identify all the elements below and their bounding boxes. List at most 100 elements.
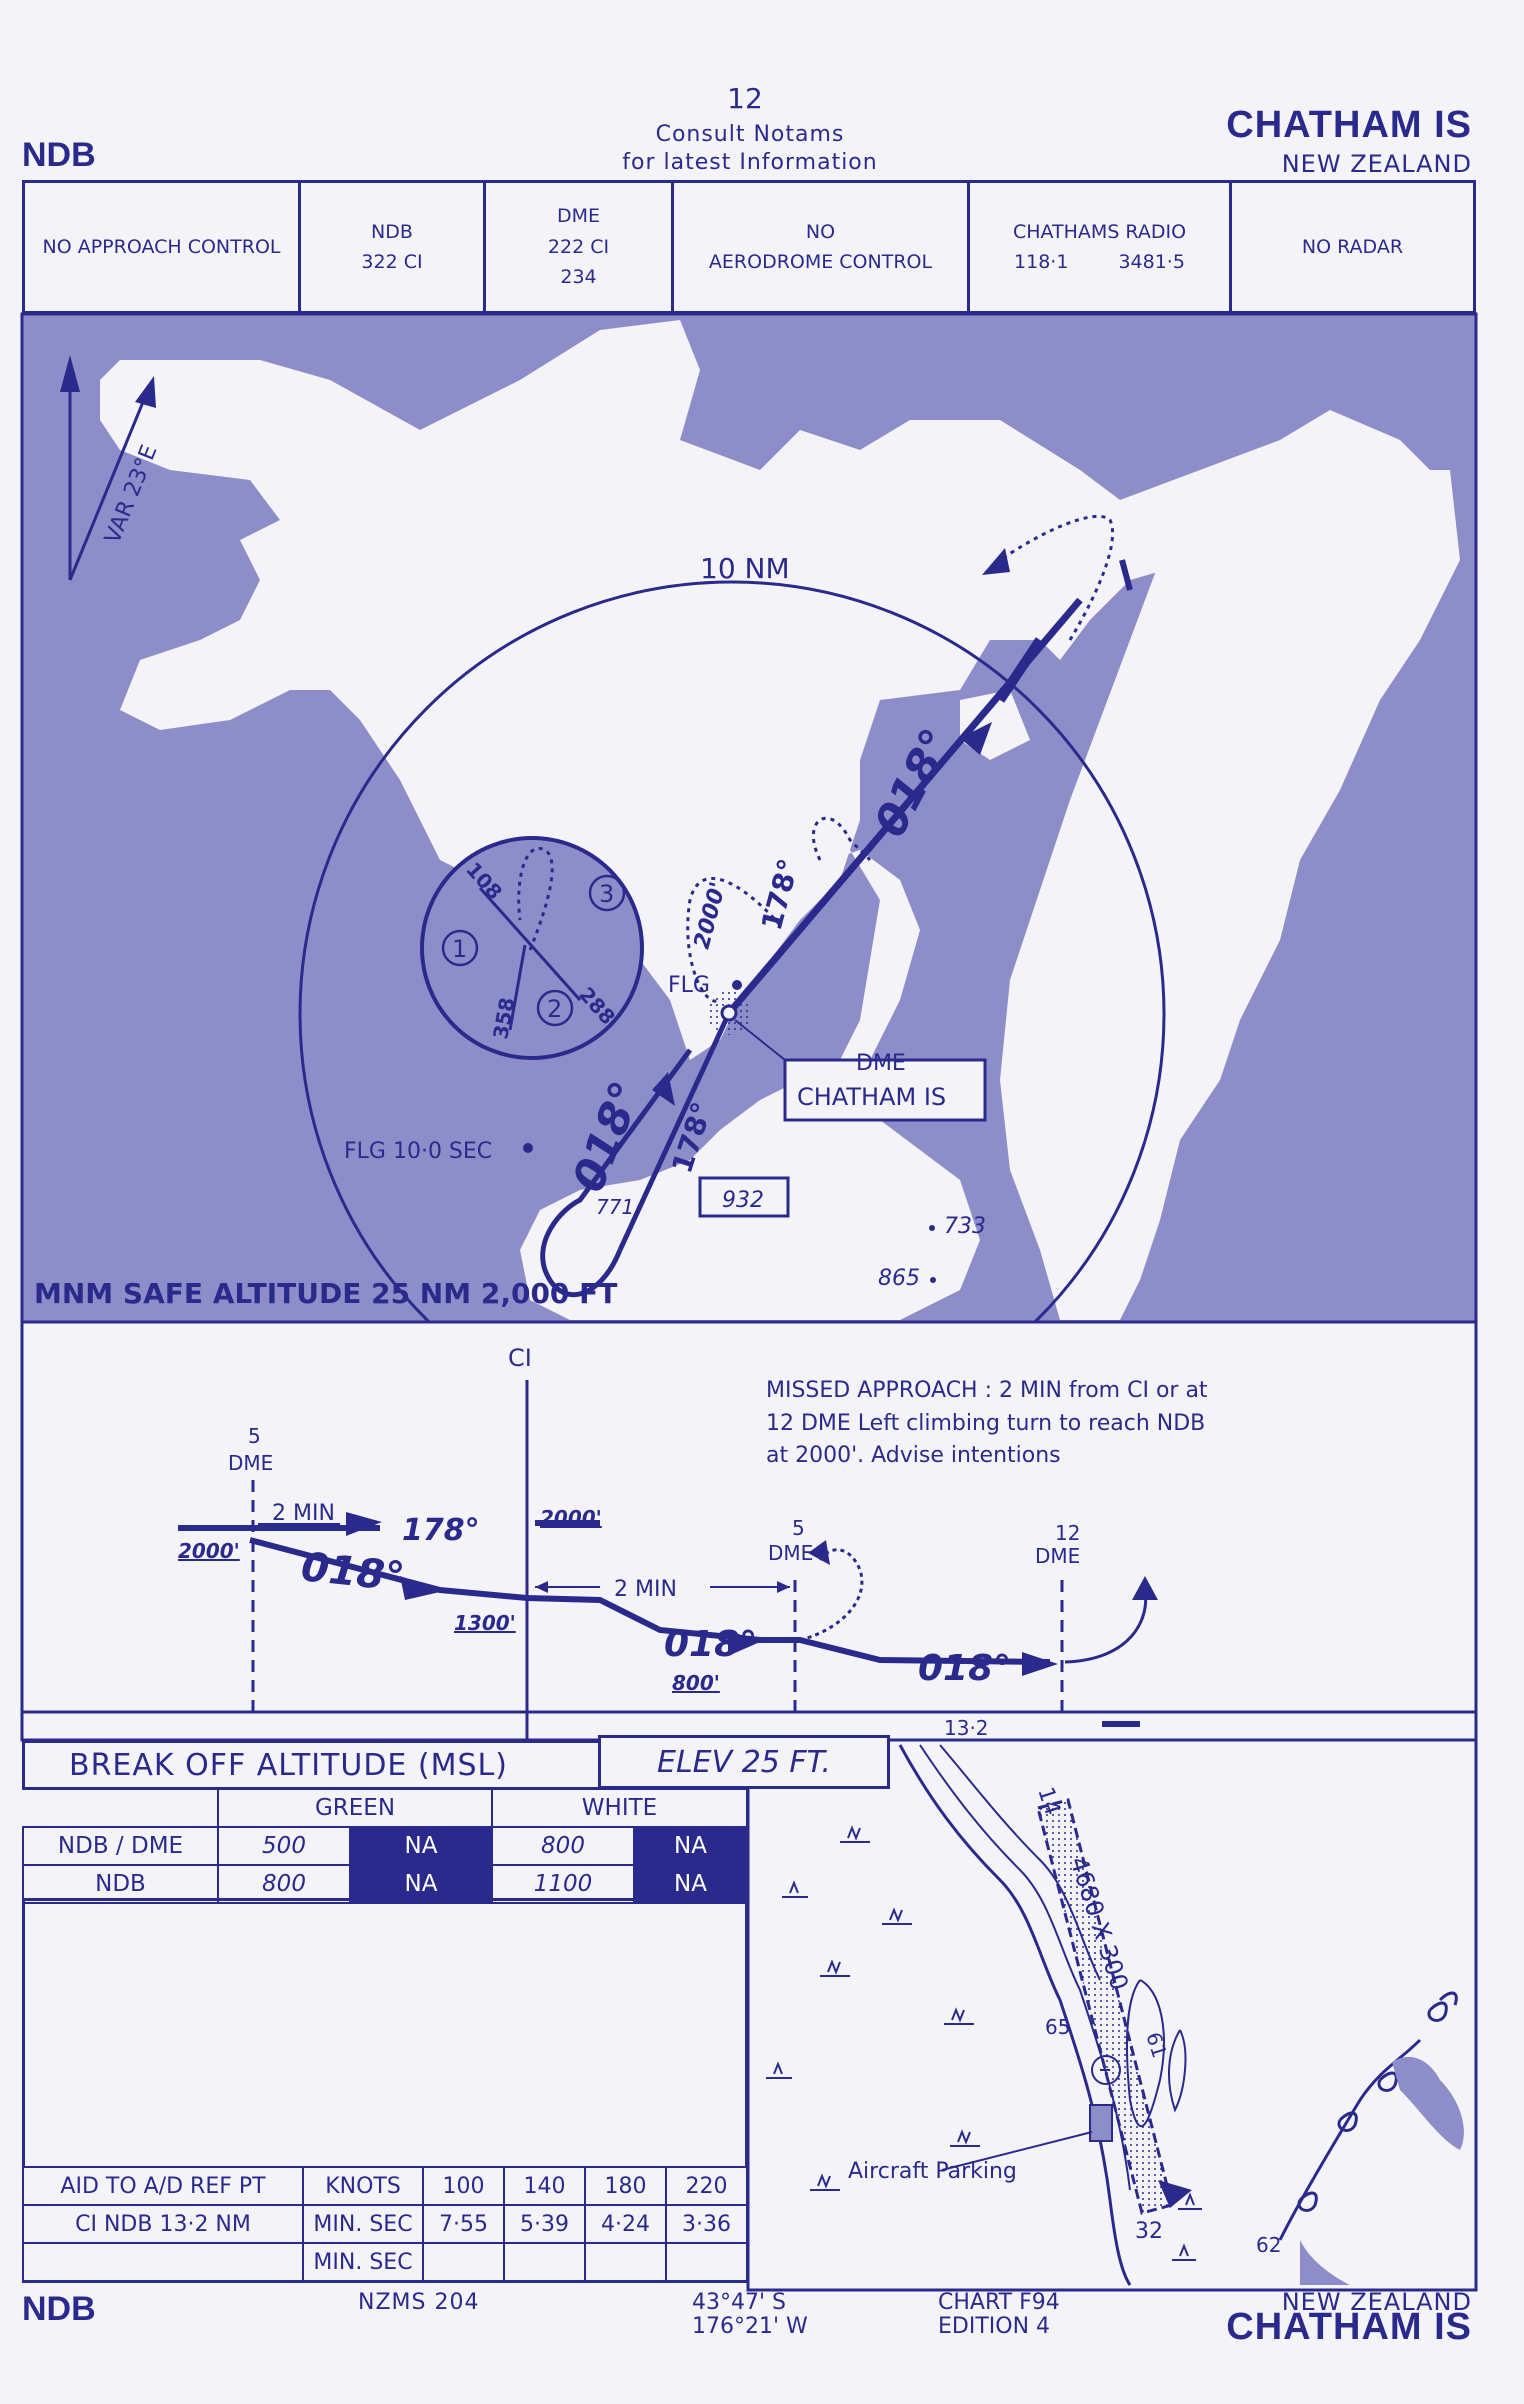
row-ndb-white: 1100 <box>491 1864 635 1904</box>
radio-freq-1: 118·1 <box>1014 251 1069 273</box>
col-green: GREEN <box>217 1788 493 1828</box>
profile-two-min-mid: 2 MIN <box>614 1577 677 1602</box>
row-ndb-green-na: NA <box>349 1864 493 1904</box>
notams-line-2: for latest Information <box>622 150 878 175</box>
dme-box-label: DME <box>856 1051 906 1076</box>
land-east <box>1000 470 1460 1320</box>
timing-row2-unit: MIN. SEC <box>302 2242 424 2283</box>
timing-header-knots: KNOTS <box>302 2166 424 2206</box>
speed-140: 140 <box>503 2166 586 2206</box>
page-number: 12 <box>727 82 763 115</box>
spot-771: 771 <box>596 1195 634 1219</box>
row-ndb-dme-label: NDB / DME <box>22 1826 219 1866</box>
spot-65: 65 <box>1045 2015 1070 2039</box>
elevation-text: ELEV 25 FT. <box>657 1744 831 1780</box>
footer-chart-type: NDB <box>22 2290 96 2328</box>
footer-longitude: 176°21' W <box>692 2314 808 2339</box>
elevation-box: ELEV 25 FT. <box>598 1735 890 1789</box>
profile-ci-label: CI <box>508 1344 532 1372</box>
chart-title: CHATHAM IS <box>1226 104 1472 146</box>
country-label: NEW ZEALAND <box>1281 150 1472 178</box>
break-off-title: BREAK OFF ALTITUDE (MSL) <box>69 1747 508 1783</box>
radio-freq-2: 3481·5 <box>1118 251 1185 273</box>
profile-dme5-right-num: 5 <box>792 1516 805 1540</box>
range-ring-label: 10 NM <box>700 552 790 585</box>
approach-control-text: NO APPROACH CONTROL <box>42 235 281 258</box>
sector-1-label: 1 <box>452 935 467 963</box>
runway-32-label: 32 <box>1135 2219 1163 2244</box>
spot-62: 62 <box>1256 2233 1281 2257</box>
profile-dme5-left-label: DME <box>228 1451 273 1475</box>
profile-dme12-label: DME <box>1035 1544 1080 1568</box>
col-white: WHITE <box>491 1788 748 1828</box>
flg-beacon-label: FLG 10·0 SEC <box>344 1139 492 1164</box>
aerodrome-line-1: NO <box>805 220 836 243</box>
minimums-table: GREEN WHITE NDB / DME 500 NA 800 NA NDB … <box>22 1788 748 1904</box>
msa-label: MNM SAFE ALTITUDE 25 NM 2,000 FT <box>34 1277 617 1310</box>
profile-dme5-left-num: 5 <box>248 1424 261 1448</box>
spot-733: 733 <box>944 1214 986 1239</box>
dme-label: DME <box>556 205 601 228</box>
dme-frequency: 234 <box>560 266 597 289</box>
dme-cell: DME 222 CI 234 <box>486 183 674 311</box>
runway <box>1036 1798 1174 2215</box>
radio-name: CHATHAMS RADIO <box>1012 220 1187 243</box>
land-central <box>520 850 980 1320</box>
profile-dme5-right-label: DME <box>768 1541 813 1565</box>
row-ndb-white-na: NA <box>633 1864 748 1904</box>
row-ndb-dme-green-na: NA <box>349 1826 493 1866</box>
row-ndb-green: 800 <box>217 1864 351 1904</box>
blank-panel <box>22 1898 748 2166</box>
ndb-cell: NDB 322 CI <box>301 183 486 311</box>
sector-2-label: 2 <box>547 995 562 1023</box>
time-140: 5·39 <box>503 2204 586 2244</box>
aircraft-parking-label: Aircraft Parking <box>848 2159 1017 2184</box>
land-island <box>730 690 790 750</box>
radar-cell: NO RADAR <box>1232 183 1473 311</box>
timing-header-aid: AID TO A/D REF PT <box>22 2166 304 2206</box>
profile-course-018-c: 018° <box>918 1648 1011 1689</box>
row-ndb-label: NDB <box>22 1864 219 1904</box>
speed-180: 180 <box>584 2166 667 2206</box>
profile-course-178: 178° <box>402 1513 480 1548</box>
row-ndb-dme-white: 800 <box>491 1826 635 1866</box>
approach-cell: NO APPROACH CONTROL <box>25 183 301 311</box>
footer-chart-number: CHART F94 <box>938 2290 1060 2315</box>
marsh-symbols <box>766 1825 1202 2261</box>
notams-line-1: Consult Notams <box>655 122 845 147</box>
spot-865: 865 <box>878 1266 920 1291</box>
sector-3-label: 3 <box>599 880 614 908</box>
dme-box-name: CHATHAM IS <box>797 1083 946 1111</box>
row-ndb-dme-green: 500 <box>217 1826 351 1866</box>
time-220: 3·36 <box>665 2204 748 2244</box>
ndb-frequency: 322 CI <box>361 251 423 273</box>
aerodrome-cell: NO AERODROME CONTROL <box>674 183 970 311</box>
footer-country: NEW ZEALAND <box>1281 2288 1472 2316</box>
missed-approach-line-2: 12 DME Left climbing turn to reach NDB <box>766 1411 1205 1436</box>
profile-dist-13-2: 13·2 <box>944 1716 989 1740</box>
time-180: 4·24 <box>584 2204 667 2244</box>
land-north <box>100 320 1430 1060</box>
speed-100: 100 <box>422 2166 505 2206</box>
footer-title: CHATHAM IS <box>1226 2306 1472 2348</box>
aerodrome-line-2: AERODROME CONTROL <box>708 251 933 273</box>
profile-course-018-a: 018° <box>299 1544 407 1601</box>
profile-alt-2000-left: 2000' <box>178 1539 240 1563</box>
timing-row1-unit: MIN. SEC <box>302 2204 424 2244</box>
profile-alt-1300: 1300' <box>454 1611 516 1635</box>
profile-two-min-top: 2 MIN <box>272 1501 335 1526</box>
row-ndb-dme-white-na: NA <box>633 1826 748 1866</box>
ndb-label: NDB <box>371 220 413 243</box>
time-100: 7·55 <box>422 2204 505 2244</box>
profile-alt-800: 800' <box>672 1671 720 1695</box>
speed-220: 220 <box>665 2166 748 2206</box>
footer-edition: EDITION 4 <box>938 2314 1051 2339</box>
profile-alt-2000-right: 2000' <box>540 1506 602 1530</box>
missed-approach-line-1: MISSED APPROACH : 2 MIN from CI or at <box>766 1378 1208 1403</box>
spot-932: 932 <box>722 1188 764 1213</box>
land-islet <box>760 770 805 810</box>
profile-dme12-num: 12 <box>1055 1521 1080 1545</box>
chart-type-label: NDB <box>22 136 96 174</box>
flg-label: FLG <box>668 973 710 998</box>
